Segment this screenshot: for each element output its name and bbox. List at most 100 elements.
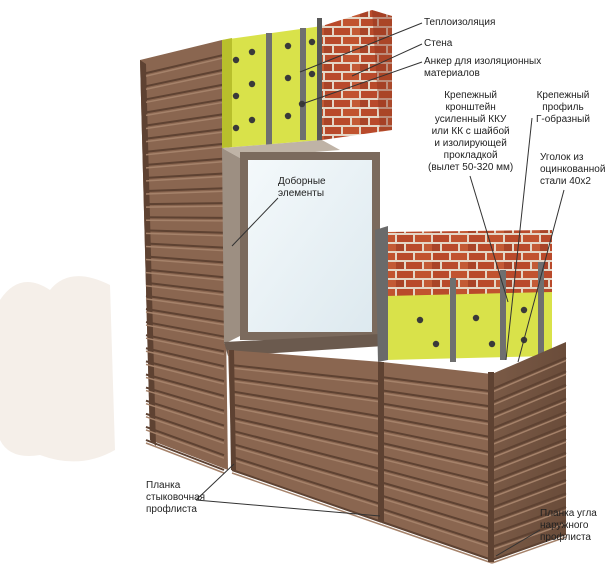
right-profile-1 [450, 278, 456, 362]
siding-rib-shadow [381, 442, 493, 469]
anchor-head [248, 116, 256, 124]
siding-rib-shadow [145, 98, 225, 114]
siding-rib-shadow [491, 465, 567, 496]
siding-rib-shadow [145, 347, 225, 368]
upper-profile-3 [317, 18, 322, 142]
siding-rib-shadow [145, 399, 225, 427]
anchor-head [432, 340, 440, 348]
siding-rib-highlight [145, 57, 225, 77]
siding-rib-highlight [145, 86, 225, 104]
siding-rib-shadow [491, 383, 567, 417]
anchor-head [232, 92, 240, 100]
left-siding-panel [140, 40, 228, 474]
leader-joint-2 [195, 499, 381, 517]
siding-rib-shadow [491, 478, 567, 509]
window-unit [222, 140, 384, 356]
siding-rib-shadow [381, 468, 493, 500]
right-profile-3 [538, 262, 544, 358]
siding-rib-shadow [145, 360, 225, 383]
siding-rib-highlight [381, 418, 493, 442]
left-siding-ribs [145, 53, 225, 474]
siding-rib-shadow [491, 505, 567, 535]
siding-rib-shadow [231, 455, 383, 506]
anchor-head [232, 56, 240, 64]
anchor-head [248, 80, 256, 88]
right-front-siding [381, 362, 493, 564]
leader-corner [517, 189, 565, 363]
siding-rib-shadow [145, 142, 225, 153]
siding-rib-highlight [381, 379, 493, 396]
upper-brick-side [372, 10, 392, 131]
siding-rib-highlight [381, 392, 493, 411]
siding-rib-highlight [145, 116, 225, 130]
siding-rib-highlight [491, 387, 567, 420]
insulation-anchors [232, 38, 316, 132]
siding-rib-highlight [231, 459, 383, 509]
anchor-head [308, 70, 316, 78]
leader-profile [505, 117, 533, 361]
siding-rib-shadow [381, 521, 493, 561]
siding-rib-shadow [491, 397, 567, 430]
siding-rib-shadow [145, 281, 225, 294]
siding-rib-highlight [381, 497, 493, 534]
siding-rib-shadow [231, 442, 383, 488]
siding-rib-highlight [491, 495, 567, 525]
anchor-head [284, 112, 292, 120]
siding-rib-shadow [491, 356, 567, 391]
siding-rib-shadow [381, 402, 493, 423]
siding-rib-highlight [491, 454, 567, 485]
leader-anchor [301, 61, 423, 105]
right-front-ribs [381, 376, 493, 564]
anchor-head [308, 38, 316, 46]
upper-profile-1 [266, 33, 272, 145]
siding-rib-highlight [145, 190, 225, 195]
siding-rib-shadow [381, 415, 493, 439]
right-insulation [386, 292, 552, 360]
label-profile: Крепежный профиль Г-образный [536, 90, 590, 125]
siding-rib-highlight [145, 442, 225, 474]
siding-rib-highlight [231, 419, 383, 456]
label-trim: Доборные элементы [278, 176, 326, 199]
siding-rib-highlight [491, 509, 567, 538]
siding-rib-shadow [145, 425, 225, 457]
siding-rib-shadow [145, 172, 225, 179]
siding-rib-highlight [145, 271, 225, 281]
siding-rib-highlight [381, 484, 493, 518]
right-wall-section [375, 226, 552, 362]
leader-lines [195, 22, 565, 557]
siding-rib-shadow [381, 376, 493, 393]
siding-rib-highlight [381, 511, 493, 549]
siding-rib-shadow [381, 494, 493, 531]
siding-rib-shadow [145, 202, 225, 206]
lower-front-siding [228, 350, 383, 526]
siding-rib-highlight [491, 359, 567, 393]
siding-rib-highlight [145, 389, 225, 415]
siding-rib-shadow [231, 364, 383, 383]
siding-rib-highlight [145, 219, 225, 222]
anchor-head [488, 340, 496, 348]
siding-rib-highlight [491, 400, 567, 433]
siding-rib-highlight [145, 324, 225, 341]
siding-rib-shadow [145, 255, 225, 264]
siding-rib-highlight [491, 427, 567, 459]
siding-rib-shadow [145, 242, 225, 249]
right-side-siding [488, 342, 567, 564]
siding-rib-highlight [491, 482, 567, 512]
label-bracket: Крепежный кронштейн усиленный ККУ или КК… [428, 90, 514, 173]
anchor-head [416, 316, 424, 324]
siding-rib-highlight [231, 380, 383, 403]
siding-rib-highlight [145, 232, 225, 237]
siding-rib-shadow [145, 439, 225, 471]
right-side-ribs [491, 356, 567, 564]
siding-rib-shadow [381, 455, 493, 485]
upper-insulation-shade [222, 38, 232, 148]
label-insulation: Теплоизоляция [424, 17, 496, 28]
anchor-head [248, 48, 256, 56]
leader-outer-corner [495, 529, 541, 557]
anchor-head [284, 74, 292, 82]
window-reveal-left [222, 148, 240, 344]
siding-rib-highlight [145, 298, 225, 311]
siding-rib-shadow [145, 53, 225, 75]
